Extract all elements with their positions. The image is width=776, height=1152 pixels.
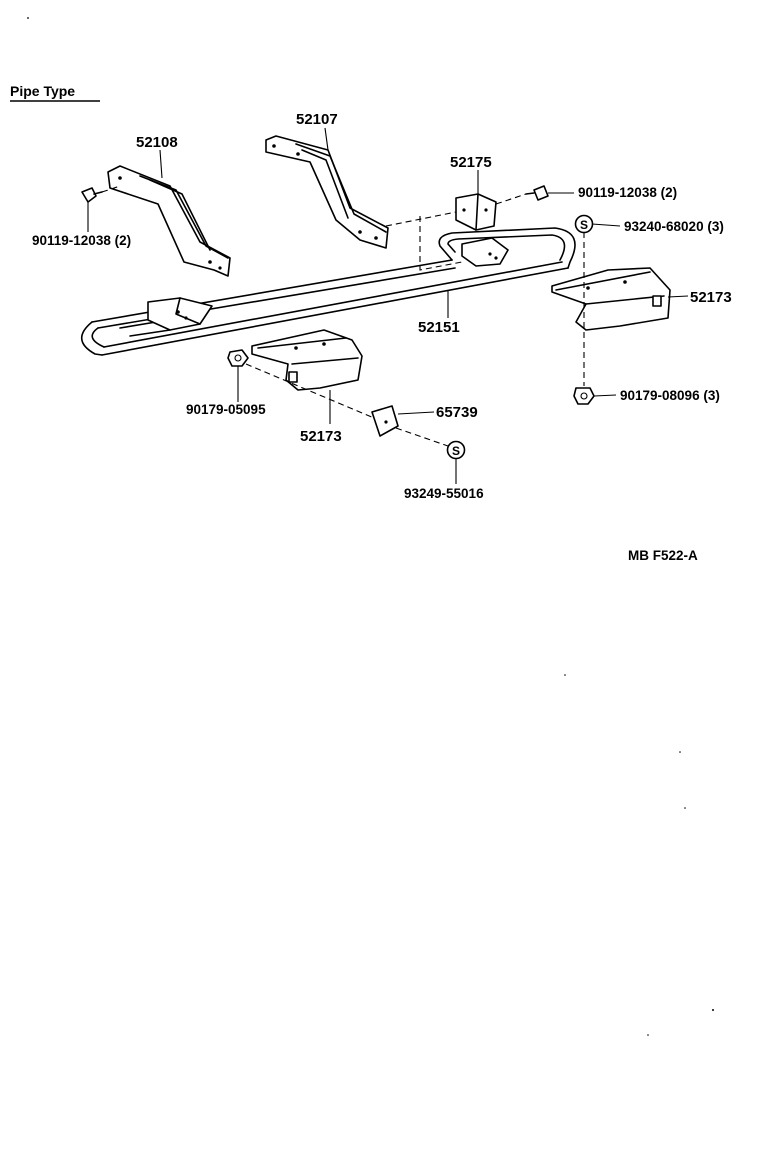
leader-lines [87, 127, 689, 484]
nut-right-icon [573, 387, 595, 405]
diagram-code: MB F522-A [628, 548, 698, 563]
label-65739: 65739 [436, 404, 478, 421]
bracket-52107 [265, 135, 389, 249]
label-52151: 52151 [418, 319, 460, 336]
screw-symbol-top-right: S [574, 214, 594, 234]
label-52173-right: 52173 [690, 289, 732, 306]
bracket-52175 [455, 193, 497, 231]
label-93240-68020: 93240-68020 (3) [624, 219, 724, 234]
screw-symbol-label: S [580, 218, 588, 232]
nut-left-icon [227, 349, 249, 367]
bolt-right-icon [525, 185, 549, 201]
screw-symbol-bottom: S [446, 440, 466, 460]
clip-65739 [371, 405, 399, 437]
label-90119-12038-right: 90119-12038 (2) [578, 185, 677, 200]
label-52175: 52175 [450, 154, 492, 171]
label-52173-left: 52173 [300, 428, 342, 445]
bracket-52108 [107, 165, 231, 277]
bolt-left-icon [81, 187, 103, 203]
label-93249-55016: 93249-55016 [404, 486, 484, 501]
label-90119-12038-left: 90119-12038 (2) [32, 233, 131, 248]
step-plate-left [251, 329, 363, 391]
section-title: Pipe Type [10, 83, 75, 99]
label-90179-05095: 90179-05095 [186, 402, 266, 417]
pipe-mount-right [461, 237, 509, 267]
label-52107: 52107 [296, 111, 338, 128]
label-90179-08096: 90179-08096 (3) [620, 388, 720, 403]
scan-specks [27, 17, 714, 1036]
pipe-mount-left [147, 297, 213, 331]
step-plate-right [551, 267, 671, 331]
label-52108: 52108 [136, 134, 178, 151]
assembly-lines [101, 185, 585, 447]
screw-symbol-label: S [452, 444, 460, 458]
